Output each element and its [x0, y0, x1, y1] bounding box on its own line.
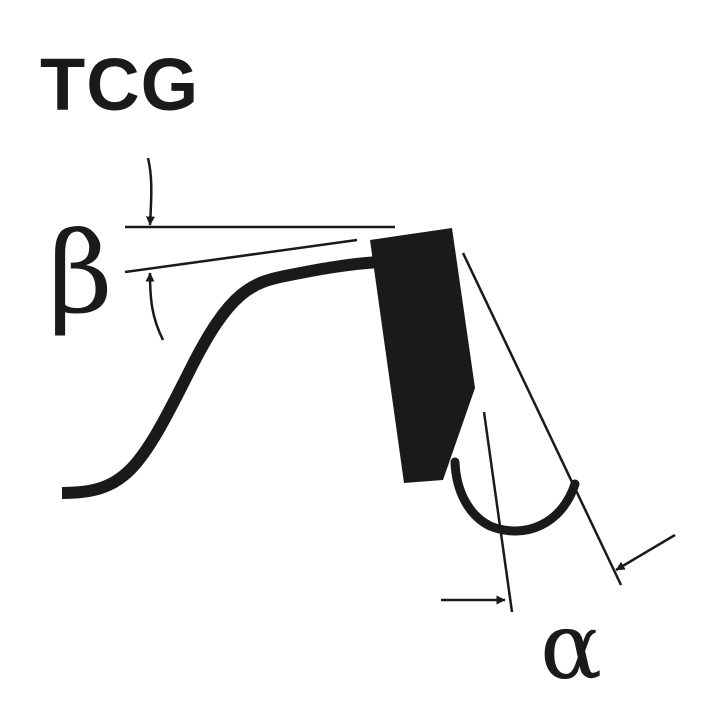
beta-arrow-top [145, 157, 155, 226]
tooth-profile-curve [61, 256, 379, 499]
alpha-reference-line-inner [482, 411, 514, 613]
beta-label: β [48, 209, 113, 339]
alpha-label: α [540, 593, 602, 700]
gullet-curve [450, 457, 580, 536]
carbide-tip [370, 228, 475, 483]
alpha-arrow-right [615, 533, 676, 572]
diagram-title: TCG [40, 43, 199, 126]
beta-arrow-bottom [145, 272, 165, 341]
alpha-reference-line-outer [461, 252, 623, 586]
beta-reference-line-angled [124, 238, 358, 274]
